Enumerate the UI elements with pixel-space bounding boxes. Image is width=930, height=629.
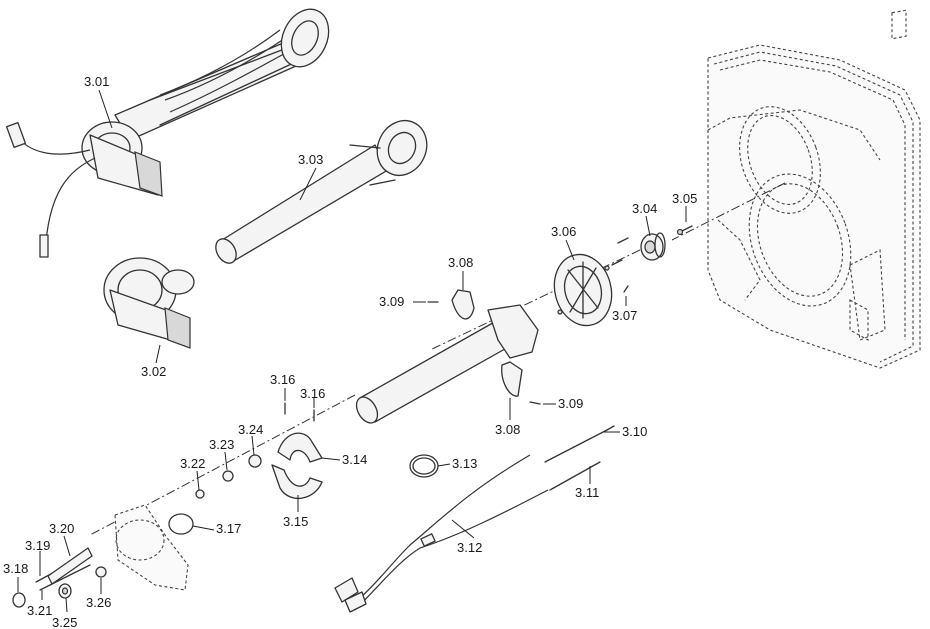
label-3-16-right: 3.16	[300, 386, 325, 401]
label-3-21: 3.21	[27, 603, 52, 618]
part-3-26-ring	[95, 566, 107, 578]
part-3-21-rod	[39, 564, 91, 591]
part-3-12-ignition-cable	[334, 454, 549, 613]
label-3-18: 3.18	[3, 561, 28, 576]
part-3-18-seal-ring	[12, 592, 26, 608]
part-3-20-nozzle	[47, 547, 93, 585]
part-3-15-lower-half-clamp	[271, 464, 323, 500]
part-3-23-nut	[222, 470, 234, 482]
part-labels: 3.01 3.02 3.03 3.04 3.05 3.06 3.07 3.08 …	[3, 74, 697, 629]
label-3-02: 3.02	[141, 364, 166, 379]
part-3-05-screw	[676, 225, 693, 236]
main-tube	[355, 304, 539, 424]
part-3-10-electrode	[544, 425, 615, 463]
label-3-25: 3.25	[52, 615, 77, 629]
leader-lines	[17, 89, 687, 613]
part-3-07-screws	[611, 237, 629, 293]
label-3-16-left: 3.16	[270, 372, 295, 387]
label-3-26: 3.26	[86, 595, 111, 610]
part-3-06-mounting-plate	[553, 253, 613, 327]
label-3-13: 3.13	[452, 456, 477, 471]
label-3-04: 3.04	[632, 201, 657, 216]
part-3-04-cap	[640, 232, 666, 261]
label-3-08-lower: 3.08	[495, 422, 520, 437]
part-3-08-clamp-upper	[451, 289, 475, 320]
part-3-24-sleeve	[248, 454, 262, 468]
label-3-20: 3.20	[49, 521, 74, 536]
boiler-housing	[707, 9, 921, 369]
label-3-22: 3.22	[180, 456, 205, 471]
part-3-11-electrode	[549, 461, 601, 491]
label-3-05: 3.05	[672, 191, 697, 206]
label-3-09-lower: 3.09	[558, 396, 583, 411]
label-3-07: 3.07	[612, 308, 637, 323]
label-3-06: 3.06	[551, 224, 576, 239]
part-3-02-motor-flange	[103, 257, 195, 349]
label-3-01: 3.01	[84, 74, 109, 89]
part-3-09-screw-lower	[529, 401, 541, 405]
label-3-11: 3.11	[575, 485, 599, 500]
part-3-14-upper-half-clamp	[277, 432, 323, 463]
label-3-17: 3.17	[216, 521, 241, 536]
label-3-23: 3.23	[209, 437, 234, 452]
part-3-13-clip	[409, 454, 439, 478]
label-3-10: 3.10	[622, 424, 647, 439]
label-3-19: 3.19	[25, 538, 50, 553]
part-3-01-burner-assembly	[5, 8, 330, 258]
label-3-03: 3.03	[298, 152, 323, 167]
label-3-24: 3.24	[238, 422, 263, 437]
label-3-14: 3.14	[342, 452, 367, 467]
part-3-17-o-ring	[168, 513, 194, 535]
label-3-09-upper: 3.09	[379, 294, 404, 309]
rear-flange	[114, 504, 189, 591]
label-3-12: 3.12	[457, 540, 482, 555]
label-3-08-upper: 3.08	[448, 255, 473, 270]
label-3-15: 3.15	[283, 514, 308, 529]
part-3-03-burner-tube	[215, 120, 428, 264]
part-3-08-clamp-lower	[501, 361, 523, 397]
part-3-22-washer	[195, 489, 205, 499]
part-3-25-bushing	[58, 583, 72, 599]
